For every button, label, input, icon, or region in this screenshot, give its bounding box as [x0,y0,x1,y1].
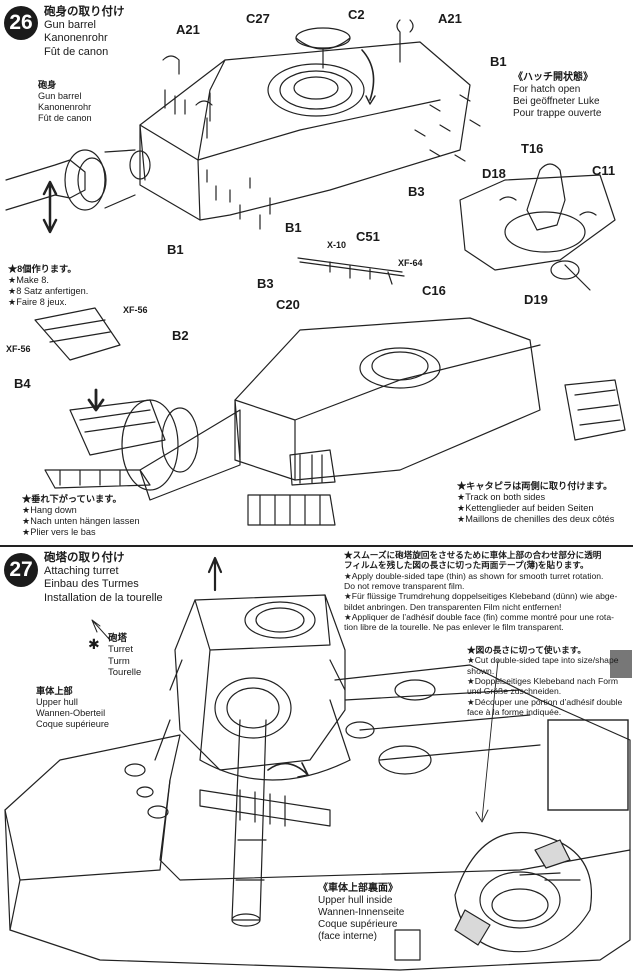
part-d18: D18 [482,166,506,181]
part-xf56-a: XF-56 [123,305,148,315]
turret-icon: ✱ [88,636,100,652]
part-a21-right: A21 [438,11,462,26]
part-d19: D19 [524,292,548,307]
part-b3-b: B3 [408,184,425,199]
part-b3-a: B3 [257,276,274,291]
part-b2: B2 [172,328,189,343]
step-27-title-fr: Installation de la tourelle [44,591,163,604]
part-c27: C27 [246,11,270,26]
barrel-label: 砲身 Gun barrel Kanonenrohr Fût de canon [38,80,92,124]
part-xf64: XF-64 [398,258,423,268]
tape-size-template [547,719,629,811]
part-b4: B4 [14,376,31,391]
part-c11: C11 [592,163,616,178]
part-b1-top: B1 [490,54,507,69]
hang-down-note: ★垂れ下がっています。 ★Hang down ★Nach unten hänge… [22,494,140,538]
part-c16: C16 [422,283,446,298]
step-26-title: 砲身の取り付け Gun barrel Kanonenrohr Fût de ca… [44,5,125,59]
part-t16: T16 [521,141,544,156]
part-x10: X-10 [327,240,347,250]
part-b1-mid: B1 [285,220,302,235]
turret-drawing-top [4,19,631,971]
part-a21-left: A21 [176,22,200,37]
step-26-badge: 26 [4,6,38,40]
turret-label: 砲塔 Turret Turm Tourelle [108,633,142,679]
part-b1-left: B1 [167,242,184,257]
hatch-open-note: 《ハッチ開状態》 For hatch open Bei geöffneter L… [513,72,602,119]
make-8-note: ★8個作ります。 ★Make 8. ★8 Satz anfertigen. ★F… [8,264,89,308]
step-26-title-jp: 砲身の取り付け [44,6,125,18]
page-marker [610,650,632,678]
part-xf56-b: XF-56 [6,344,31,354]
step-27-title-jp: 砲塔の取り付け [44,552,125,564]
track-note: ★キャタピラは両側に取り付けます。 ★Track on both sides ★… [457,481,615,525]
part-c20: C20 [276,297,300,312]
hull-inside-label: 《車体上部裏面》 Upper hull inside Wannen-Innens… [318,883,405,942]
step-27-title-en: Attaching turret [44,565,119,578]
step-26-title-en: Gun barrel [44,19,96,32]
cut-tape-note: ★図の長さに切って使います。 ★Cut double-sided tape in… [467,645,623,717]
step-27-title: 砲塔の取り付け Attaching turret Einbau des Turm… [44,551,163,605]
step-divider [0,545,633,547]
upper-hull-label: 車体上部 Upper hull Wannen-Oberteil Coque su… [36,686,110,730]
step-26-title-de: Kanonenrohr [44,32,108,45]
step-27-badge: 27 [4,553,38,587]
tape-note: ★スムーズに砲塔旋回をさせるために車体上部の合わせ部分に透明 フィルムを残した図… [344,550,618,633]
step-27-title-de: Einbau des Turmes [44,578,139,591]
part-c2: C2 [348,7,365,22]
part-c51: C51 [356,229,380,244]
step-26-title-fr: Fût de canon [44,45,109,58]
